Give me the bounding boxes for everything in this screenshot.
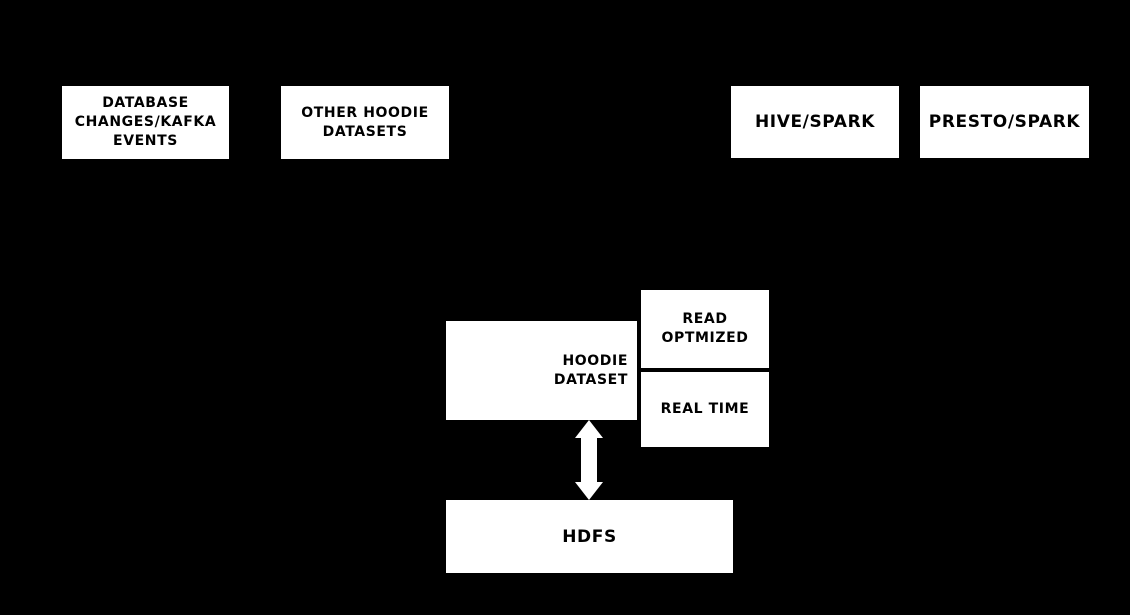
other-hoodie-datasets-box: OTHER HOODIE DATASETS — [281, 86, 449, 159]
hoodie-dataset-box: HOODIE DATASET — [446, 321, 637, 420]
presto-spark-box: PRESTO/SPARK — [920, 86, 1089, 158]
real-time-view-box: REAL TIME — [641, 372, 769, 447]
dataset-views-stack: READ OPTMIZED REAL TIME — [641, 290, 769, 447]
hoodie-hdfs-bidirectional-arrow-icon — [575, 420, 603, 500]
arrow-down-head — [575, 482, 603, 500]
read-optmized-view-box: READ OPTMIZED — [641, 290, 769, 368]
arrow-up-head — [575, 420, 603, 438]
arrow-shaft — [581, 438, 597, 482]
database-changes-kafka-events-box: DATABASE CHANGES/KAFKA EVENTS — [62, 86, 229, 159]
hive-spark-box: HIVE/SPARK — [731, 86, 899, 158]
hdfs-box: HDFS — [446, 500, 733, 573]
views-divider — [641, 368, 769, 372]
